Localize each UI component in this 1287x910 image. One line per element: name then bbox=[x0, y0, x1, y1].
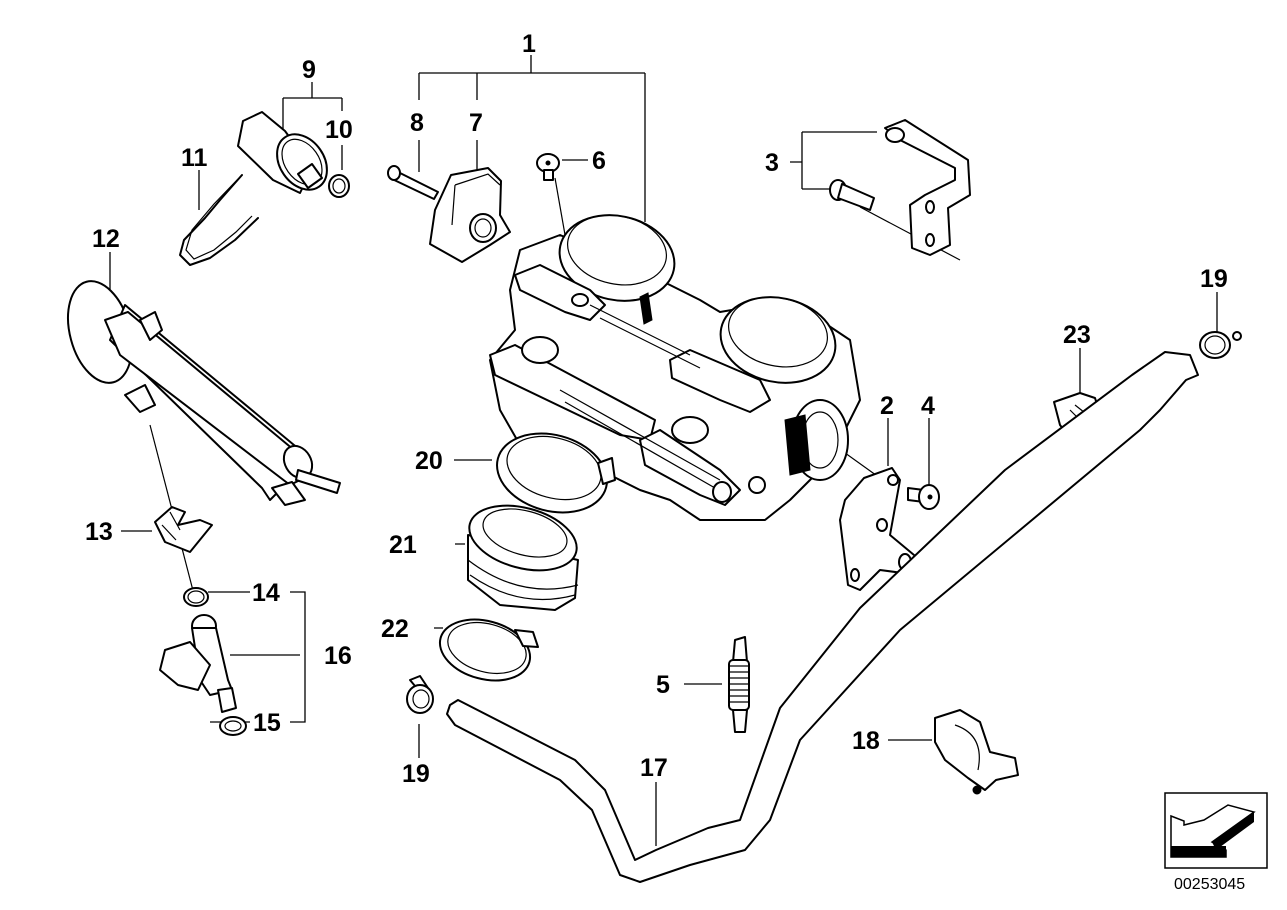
air-temperature-sensor[interactable] bbox=[237, 111, 337, 199]
fuel-injector[interactable] bbox=[159, 614, 237, 713]
bracket-with-bolt[interactable] bbox=[829, 119, 971, 256]
callout-22[interactable]: 22 bbox=[381, 615, 409, 643]
callout-11[interactable]: 11 bbox=[181, 144, 208, 172]
callout-19-left[interactable]: 19 bbox=[402, 760, 430, 788]
fuel-rail[interactable] bbox=[58, 274, 341, 506]
document-number: 00253045 bbox=[1174, 876, 1245, 893]
intake-boot[interactable] bbox=[462, 495, 584, 611]
retaining-clip[interactable] bbox=[179, 174, 259, 266]
screw[interactable] bbox=[536, 153, 560, 181]
injector-clip[interactable] bbox=[154, 506, 213, 553]
torx-screw[interactable] bbox=[907, 484, 940, 510]
throttle-position-sensor[interactable] bbox=[429, 167, 511, 263]
callout-6[interactable]: 6 bbox=[592, 147, 606, 175]
hose-clamp-right[interactable] bbox=[1199, 331, 1242, 359]
callout-13[interactable]: 13 bbox=[85, 518, 113, 546]
callout-3[interactable]: 3 bbox=[765, 149, 779, 177]
callout-14[interactable]: 14 bbox=[252, 579, 280, 607]
clamp-upper[interactable] bbox=[488, 422, 616, 524]
callout-23[interactable]: 23 bbox=[1063, 321, 1091, 349]
callout-17[interactable]: 17 bbox=[640, 754, 668, 782]
callout-20[interactable]: 20 bbox=[415, 447, 443, 475]
tension-spring[interactable] bbox=[728, 636, 750, 733]
lower-seal-ring[interactable] bbox=[219, 716, 247, 736]
callout-12[interactable]: 12 bbox=[92, 225, 120, 253]
o-ring[interactable] bbox=[328, 174, 350, 198]
callout-labels: 1 2 3 4 5 6 7 8 9 10 11 12 13 14 15 16 1… bbox=[85, 30, 1228, 788]
hose-clamp-left[interactable] bbox=[406, 675, 434, 714]
callout-2[interactable]: 2 bbox=[880, 392, 894, 420]
hose[interactable] bbox=[446, 351, 1199, 883]
callout-4[interactable]: 4 bbox=[921, 392, 935, 420]
callout-8[interactable]: 8 bbox=[410, 109, 424, 137]
callout-19-right[interactable]: 19 bbox=[1200, 265, 1228, 293]
orientation-arrow-box bbox=[1164, 792, 1268, 869]
callout-10[interactable]: 10 bbox=[325, 116, 353, 144]
callout-21[interactable]: 21 bbox=[389, 531, 417, 559]
clamp-lower[interactable] bbox=[433, 610, 539, 690]
callout-5[interactable]: 5 bbox=[656, 671, 670, 699]
callout-15[interactable]: 15 bbox=[253, 709, 281, 737]
hose-holder[interactable] bbox=[934, 709, 1019, 795]
upper-seal-ring[interactable] bbox=[183, 587, 209, 607]
bolt[interactable] bbox=[387, 165, 439, 200]
callout-18[interactable]: 18 bbox=[852, 727, 880, 755]
callout-9[interactable]: 9 bbox=[302, 56, 316, 84]
callout-16[interactable]: 16 bbox=[324, 642, 352, 670]
callout-1[interactable]: 1 bbox=[522, 30, 536, 58]
callout-7[interactable]: 7 bbox=[469, 109, 483, 137]
